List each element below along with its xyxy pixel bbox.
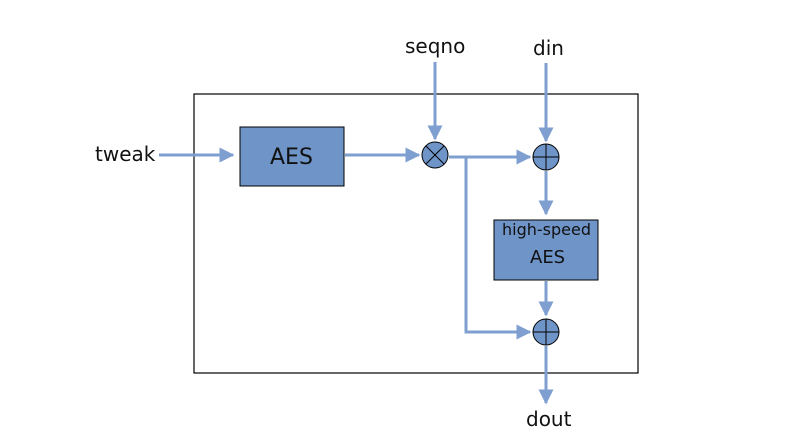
multiply-operator [421,141,449,169]
xor-operator-bottom [532,318,560,346]
seqno-label: seqno [405,34,466,58]
aes-label: AES [270,145,313,170]
xor-operator-top [532,143,560,171]
high-speed-label-line2: AES [530,247,566,268]
high-speed-label-line1: high-speed [502,220,591,239]
branch-to-xor-bottom-arrow [464,157,532,340]
aes-block [239,126,345,187]
system-boundary [193,93,639,374]
din-label: din [533,36,564,60]
dout-label: dout [526,407,572,431]
tweak-label: tweak [95,142,156,166]
high-speed-aes-block [493,219,599,281]
